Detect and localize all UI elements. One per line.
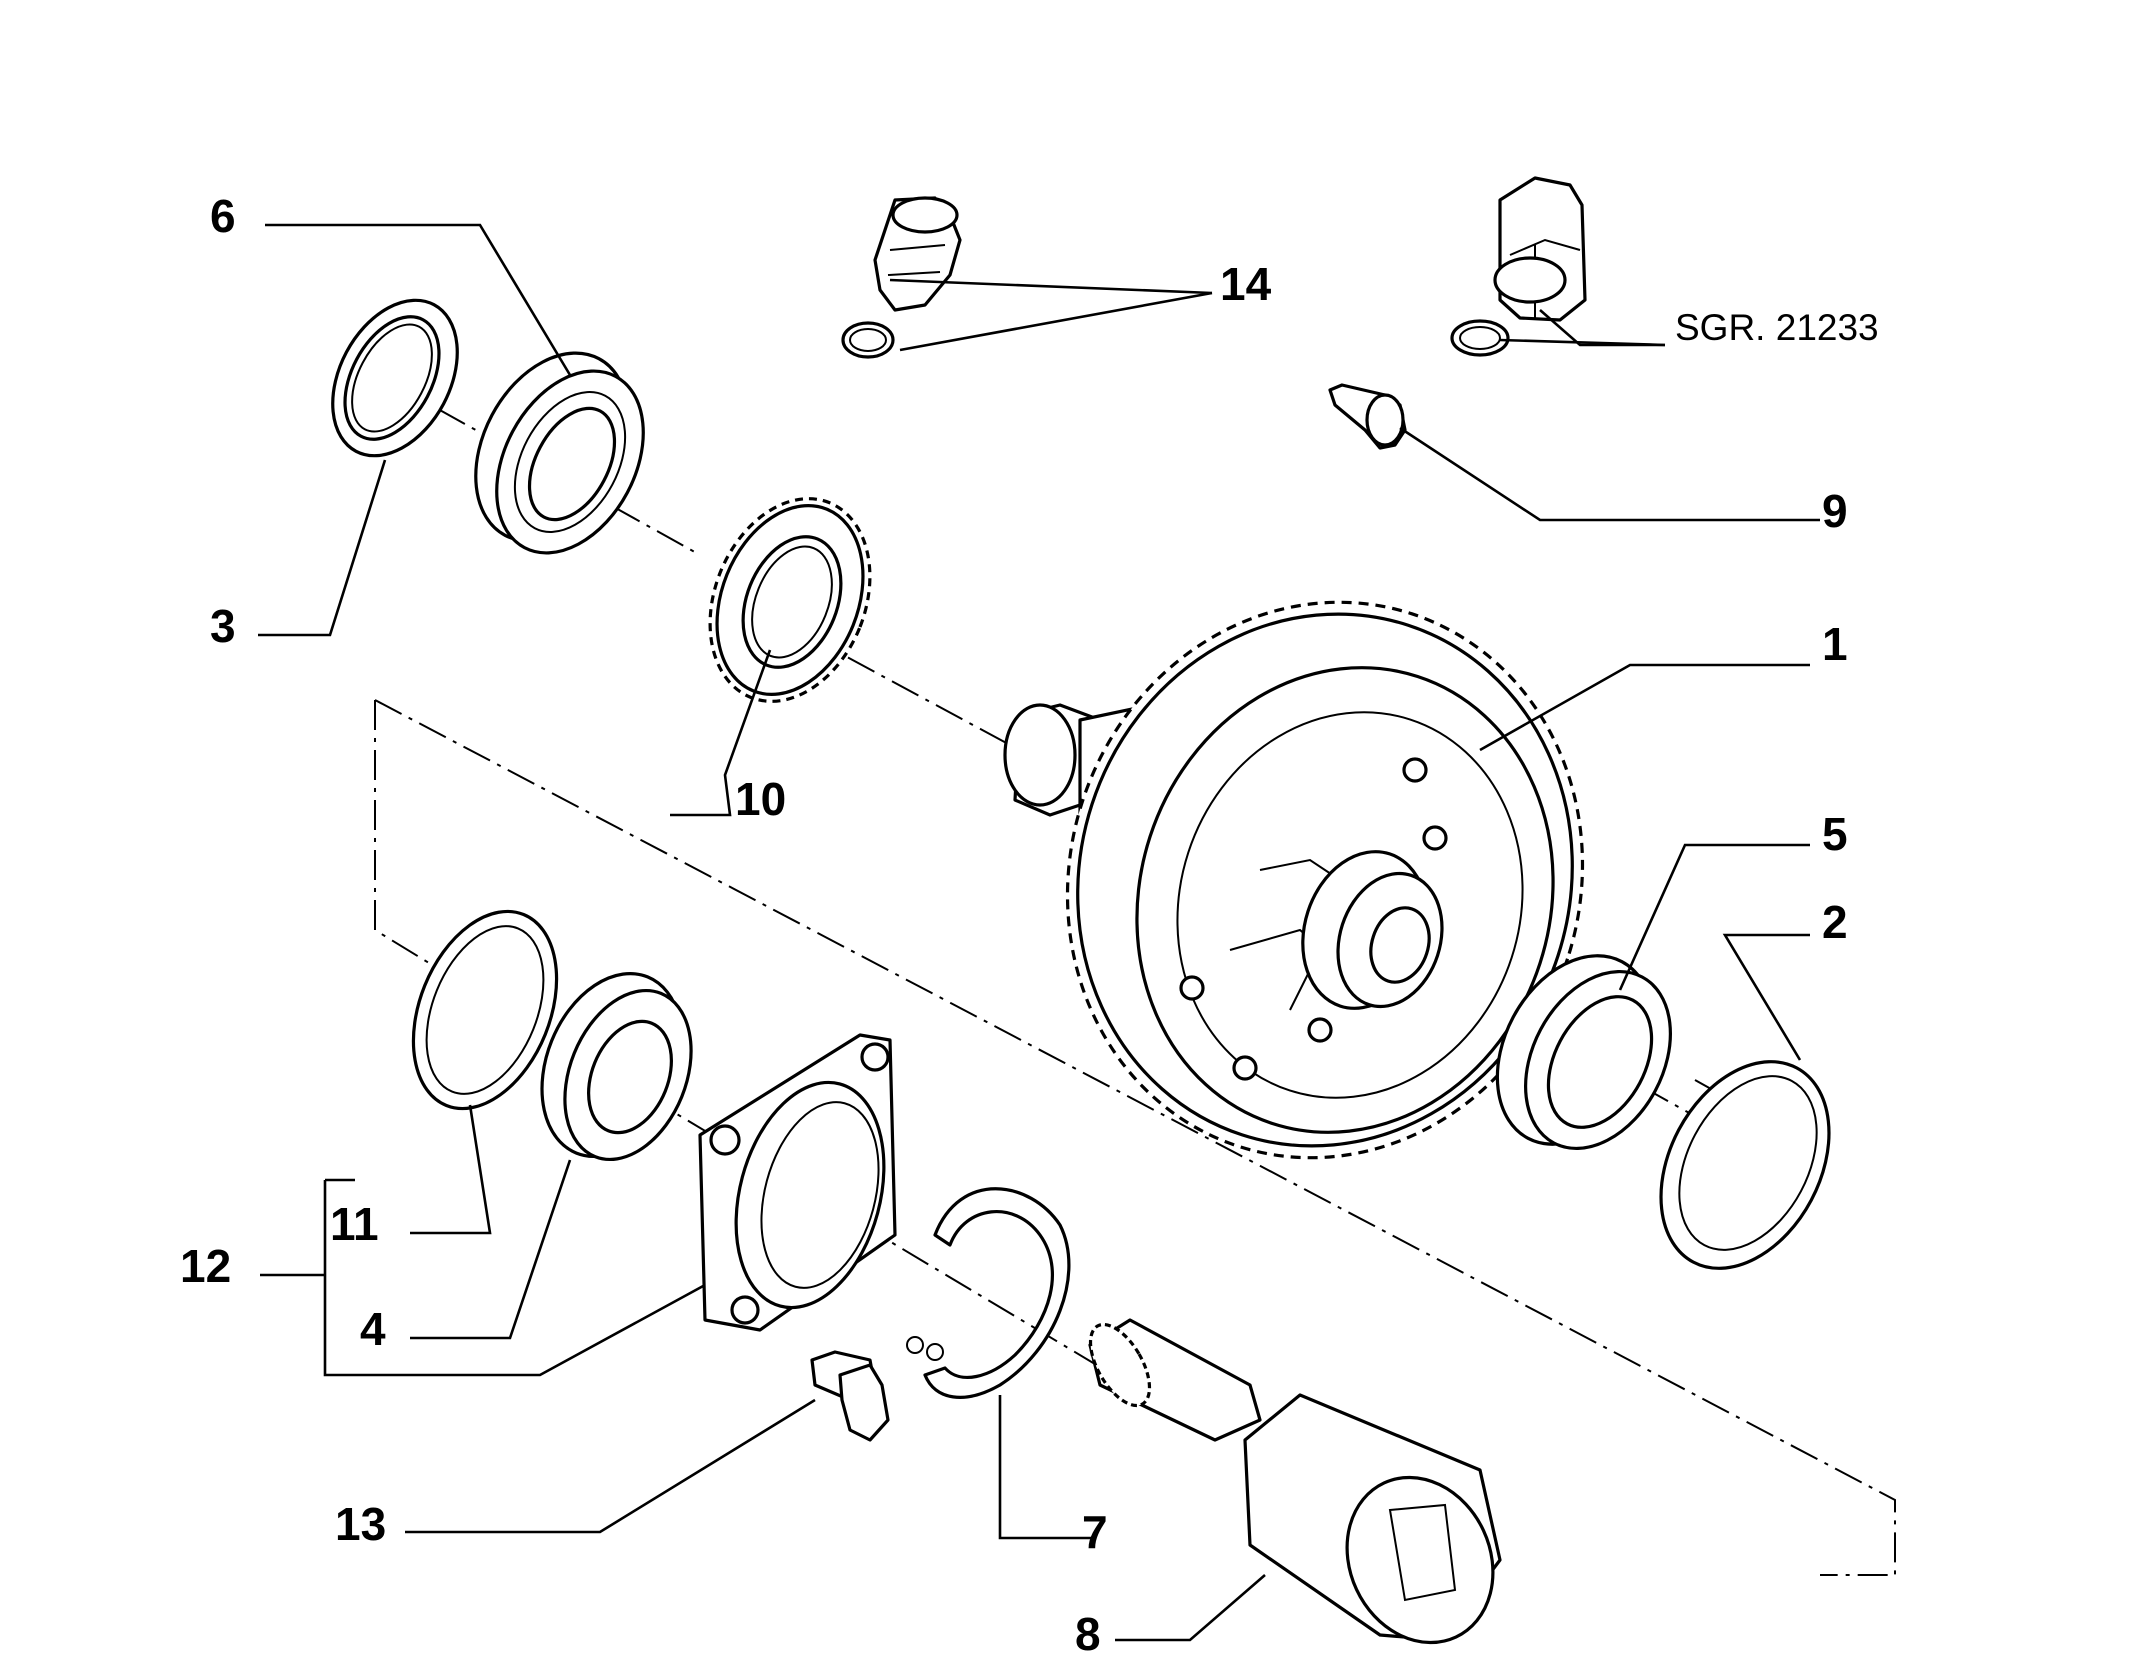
- callout-10: 10: [735, 773, 786, 825]
- special-tool-hex-socket: [1450, 176, 1587, 357]
- part-14-drain-plug: [841, 196, 962, 359]
- callout-5: 5: [1822, 808, 1848, 860]
- part-12-bearing-housing: [698, 1033, 897, 1332]
- callout-6: 6: [210, 190, 236, 242]
- part-11-shim: [411, 909, 559, 1111]
- part-7-circlip: [906, 1187, 1071, 1399]
- callout-1: 1: [1822, 618, 1848, 670]
- callout-14: 14: [1220, 258, 1272, 310]
- callout-8: 8: [1075, 1608, 1101, 1660]
- part-13-bolt: [810, 1350, 890, 1442]
- callout-2: 2: [1822, 896, 1848, 948]
- callout-labels: 1 2 3 4 5 6 7 8 9 10 11 12 13 14 SGR. 21…: [180, 190, 1879, 1660]
- part-1-differential-crown-gear: [1003, 600, 1585, 1160]
- part-9-screw: [1328, 383, 1407, 450]
- callout-13: 13: [335, 1498, 386, 1550]
- part-2-seal-ring: [1659, 1060, 1831, 1270]
- part-10-small-gear: [708, 497, 872, 703]
- leader-lines: [258, 223, 1820, 1642]
- callout-4: 4: [360, 1303, 386, 1355]
- part-4-bearing: [540, 972, 693, 1162]
- part-8-output-shaft: [1088, 1318, 1502, 1645]
- callout-7: 7: [1082, 1506, 1108, 1558]
- special-tool-reference: SGR. 21233: [1675, 307, 1879, 348]
- part-6-bearing: [474, 351, 645, 555]
- part-5-bearing: [1495, 954, 1672, 1151]
- callout-12: 12: [180, 1240, 231, 1292]
- part-3-seal-ring: [331, 298, 459, 458]
- callout-9: 9: [1822, 485, 1848, 537]
- callout-11: 11: [330, 1198, 379, 1250]
- callout-3: 3: [210, 600, 236, 652]
